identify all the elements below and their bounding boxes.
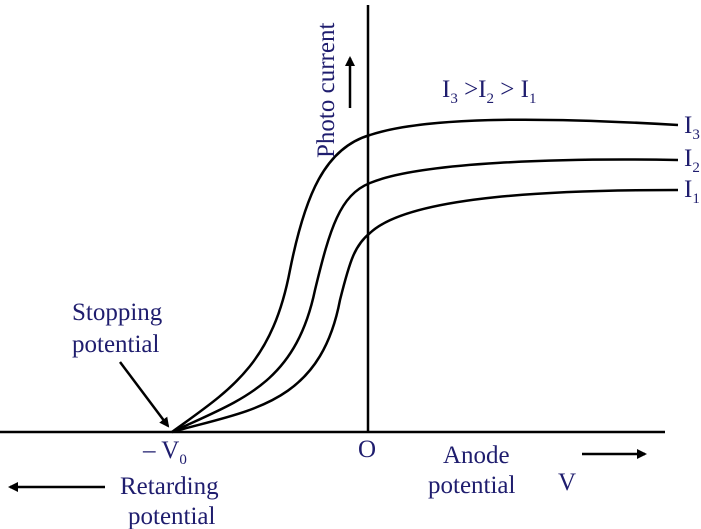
stopping-potential-line1: Stopping xyxy=(72,299,163,326)
y-axis-label: Photo current xyxy=(313,23,340,158)
curve-label-i2: I2 xyxy=(684,145,700,176)
v-label: V xyxy=(558,469,576,496)
curve-label-i1: I1 xyxy=(684,176,700,207)
stopping-potential-line2: potential xyxy=(72,331,160,358)
retarding-label-line1: Retarding xyxy=(120,473,219,500)
retarding-label-line2: potential xyxy=(128,503,216,529)
curve-label-i3: I3 xyxy=(684,112,700,143)
v0-label: – V0 xyxy=(142,437,187,468)
curve-i3 xyxy=(171,118,679,434)
intensity-relation: I3 >I2 > I1 xyxy=(442,76,536,107)
stopping-potential-pointer xyxy=(119,361,170,428)
origin-label: O xyxy=(358,436,376,463)
anode-label-line2: potential xyxy=(428,472,516,499)
curve-i2 xyxy=(171,158,679,434)
curve-i1 xyxy=(171,188,679,434)
anode-label-line1: Anode xyxy=(443,442,510,469)
